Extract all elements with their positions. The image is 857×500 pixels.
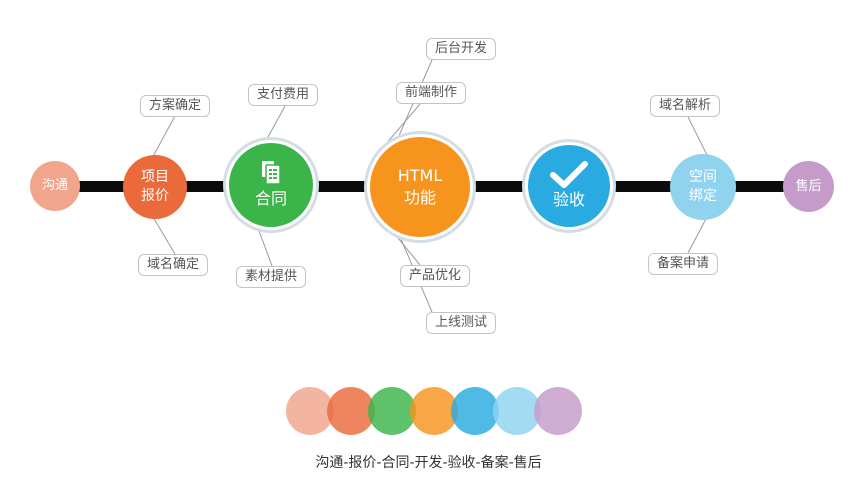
node-baojia-line1: 项目 [141, 169, 169, 186]
legend-dot-4 [410, 387, 458, 435]
tag-chanpin-youhua: 产品优化 [400, 265, 471, 287]
node-html-gongneng: HTML 功能 [370, 137, 470, 237]
connector-fangan [149, 115, 176, 163]
connector-sucai [254, 219, 273, 267]
node-html-line2: 功能 [403, 188, 436, 207]
tag-shangxian-ceshi: 上线测试 [426, 312, 497, 334]
legend-dot-1 [286, 387, 334, 435]
node-yanshou-label: 验收 [552, 190, 585, 210]
tag-zhifu-feiyong: 支付费用 [248, 84, 319, 106]
node-kongjian-bangding: 空间 绑定 [670, 154, 736, 220]
node-xiangmu-baojia: 项目 报价 [123, 155, 187, 219]
node-hetong-label: 合同 [254, 189, 287, 209]
connector-yuming-jiexi [687, 116, 709, 158]
tag-beian-shenqing: 备案申请 [648, 253, 719, 275]
node-shouhou: 售后 [783, 161, 834, 212]
connector-yuming-queding [149, 211, 176, 255]
tag-yuming-queding: 域名确定 [138, 254, 209, 276]
tag-fangan-queding: 方案确定 [140, 95, 211, 117]
tag-yuming-jiexi: 域名解析 [650, 95, 721, 117]
connector-qianduan [384, 103, 421, 146]
tag-houtai-kaifa: 后台开发 [426, 38, 497, 60]
node-baojia-line2: 报价 [141, 188, 169, 204]
node-kongjian-line2: 绑定 [689, 188, 717, 204]
node-hetong: 合同 [229, 143, 313, 227]
document-icon [260, 160, 282, 186]
node-html-line1: HTML [397, 166, 443, 186]
node-goutong-label: 沟通 [41, 178, 68, 194]
legend-dot-6 [493, 387, 541, 435]
legend-dot-2 [327, 387, 375, 435]
legend-dot-7 [534, 387, 582, 435]
node-goutong: 沟通 [30, 161, 80, 211]
connector-zhifu [261, 105, 286, 149]
node-yanshou: 验收 [528, 145, 610, 227]
connector-beian [687, 214, 709, 254]
checkmark-icon [550, 161, 588, 189]
legend-dot-3 [368, 387, 416, 435]
tag-sucai-tigong: 素材提供 [236, 266, 307, 288]
tag-qianduan-zhizuo: 前端制作 [396, 82, 467, 104]
legend-dot-5 [451, 387, 499, 435]
node-shouhou-label: 售后 [795, 178, 822, 194]
node-kongjian-line1: 空间 [689, 169, 717, 186]
legend-caption: 沟通-报价-合同-开发-验收-备案-售后 [315, 455, 542, 471]
